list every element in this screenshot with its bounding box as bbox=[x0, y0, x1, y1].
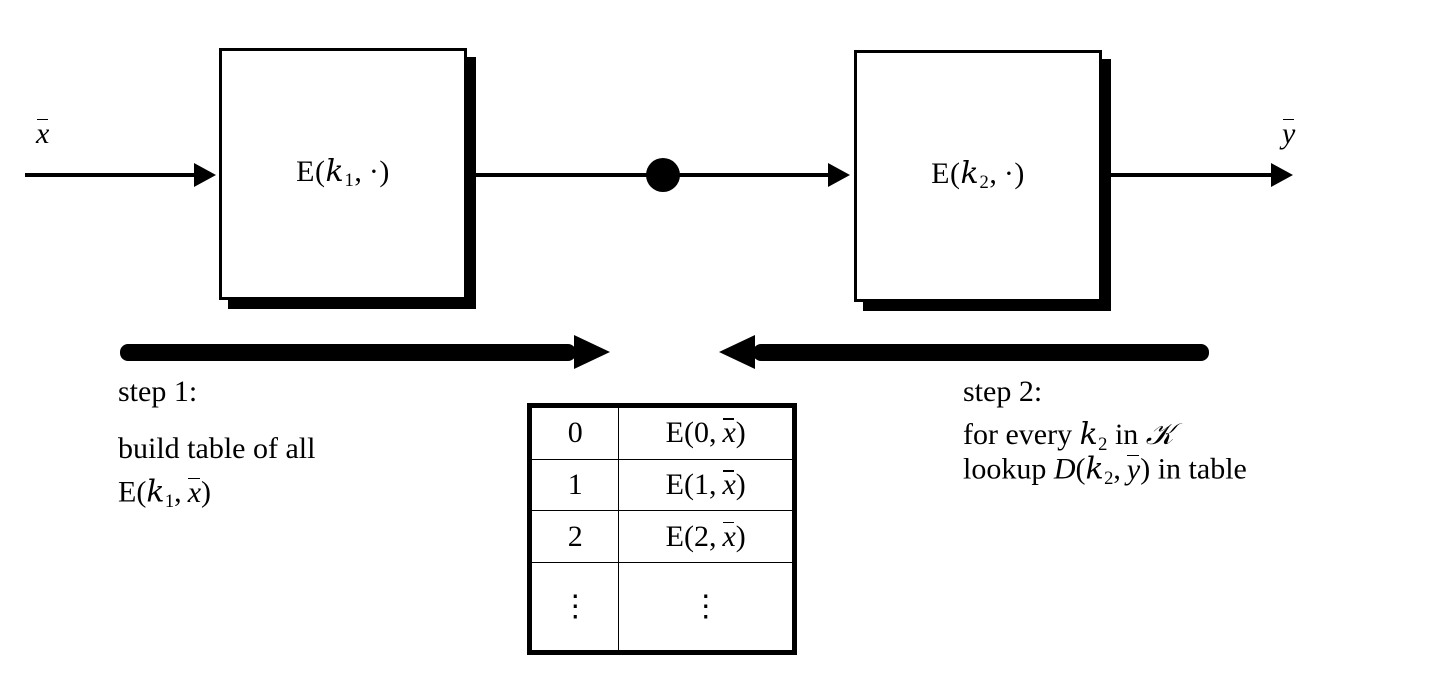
table-cell-value-ellipsis: ⋮ bbox=[618, 561, 793, 652]
table-cell-key: 0 bbox=[530, 407, 620, 460]
lookup-table[interactable]: 0 E(0, x) 1 E(1, x) 2 E(2, x) bbox=[527, 403, 797, 655]
step-1-line-1: step 1: bbox=[118, 375, 198, 408]
table-row[interactable]: 2 E(2, x) bbox=[530, 510, 793, 563]
output-wire bbox=[1102, 173, 1274, 177]
table-cell-value: E(2, x) bbox=[618, 510, 793, 563]
encrypt-block-2-label: E(k2, ·) bbox=[931, 155, 1025, 194]
encrypt-block-1-label: E(k1, ·) bbox=[296, 153, 390, 192]
step-2-arrow-icon bbox=[719, 335, 1209, 369]
table-cell-value: E(1, x) bbox=[618, 458, 793, 512]
step-2-line-2: for every k2 in 𝒦 bbox=[963, 417, 1175, 455]
encrypt-block-2-arrowhead-icon bbox=[828, 163, 850, 187]
encrypt-block-1[interactable]: E(k1, ·) bbox=[219, 48, 467, 300]
table-cell-key: 2 bbox=[530, 510, 620, 563]
table-row[interactable]: 0 E(0, x) bbox=[530, 407, 793, 460]
middle-wire-left bbox=[467, 173, 652, 177]
input-wire bbox=[25, 173, 197, 177]
step-1-caption: step 1: build table of all E(k1, x) bbox=[118, 363, 315, 512]
step-2-line-1: step 2: bbox=[963, 375, 1043, 408]
step-1-arrow-icon bbox=[120, 335, 610, 369]
table-row[interactable]: 1 E(1, x) bbox=[530, 458, 793, 512]
step-1-line-3: E(k1, x) bbox=[118, 474, 212, 513]
table-cell-key-ellipsis: ⋮ bbox=[530, 561, 620, 652]
table-cell-value: E(0, x) bbox=[618, 407, 793, 460]
output-label-y-bar: y bbox=[1282, 116, 1296, 150]
step-1-line-2: build table of all bbox=[118, 432, 316, 465]
step-2-line-3: lookup D(k2, y) in table bbox=[963, 451, 1247, 490]
output-arrowhead-icon bbox=[1271, 163, 1293, 187]
encrypt-block-2[interactable]: E(k2, ·) bbox=[854, 50, 1102, 302]
middle-junction-dot-icon bbox=[646, 158, 680, 192]
input-arrowhead-icon bbox=[194, 163, 216, 187]
step-2-caption: step 2: for every k2 in 𝒦 lookup D(k2, y… bbox=[963, 363, 1247, 489]
table-row-ellipsis: ⋮ ⋮ bbox=[530, 561, 793, 652]
table-cell-key: 1 bbox=[530, 458, 620, 512]
middle-wire-right bbox=[678, 173, 830, 177]
input-label-x-bar: x bbox=[36, 116, 50, 150]
